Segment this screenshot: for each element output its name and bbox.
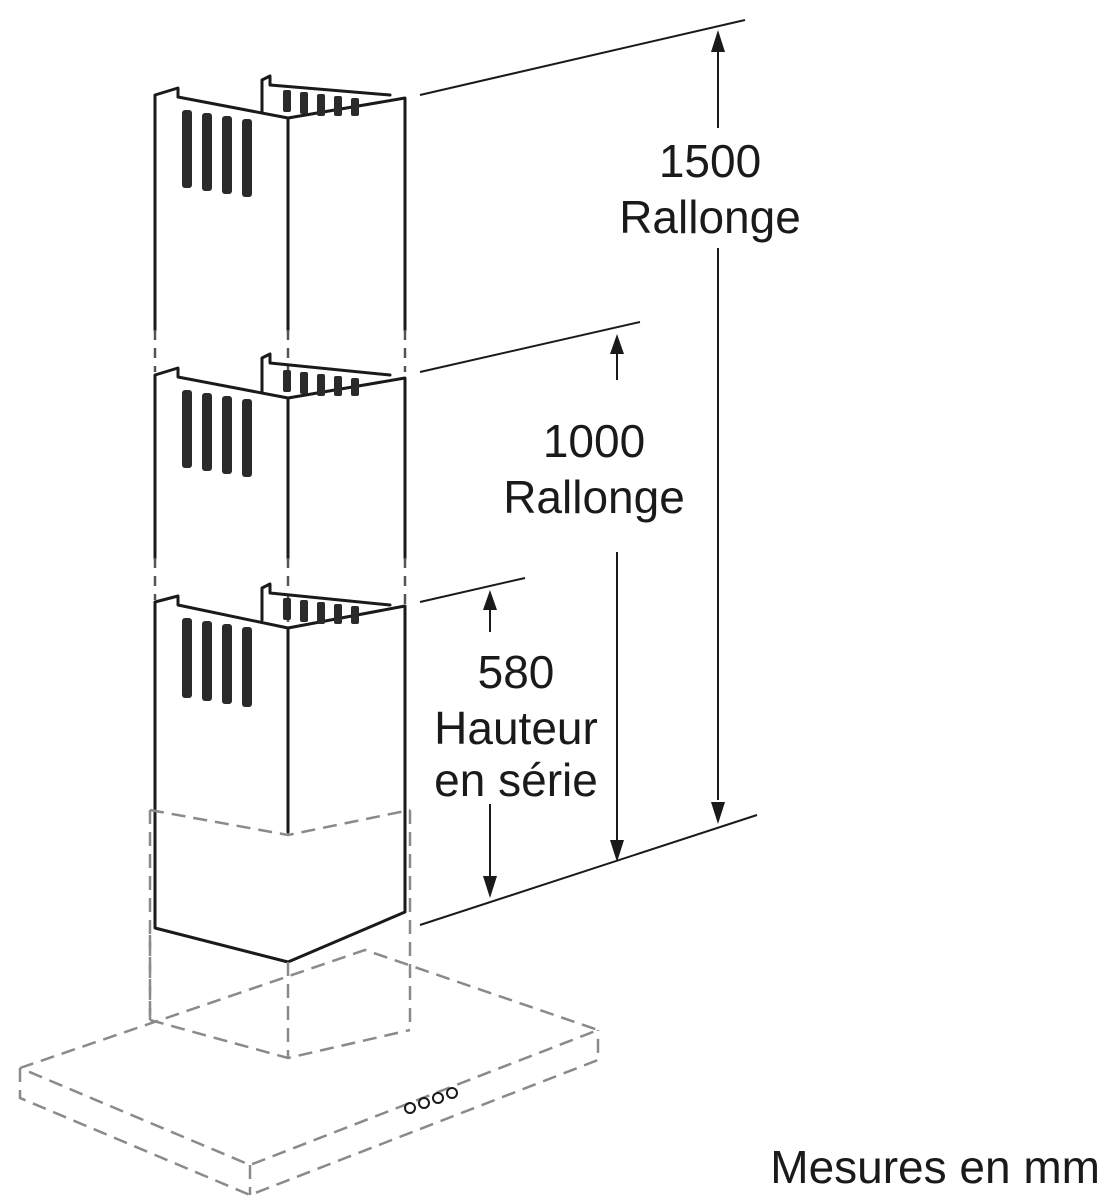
dimension-caption: Rallonge xyxy=(619,191,801,243)
dimension-value: 1500 xyxy=(658,135,762,187)
dimension-caption-line1: Hauteur xyxy=(434,702,598,754)
units-note: Mesures en mm xyxy=(770,1141,1100,1193)
chimney-section-bottom xyxy=(148,582,412,1030)
dimension-label-580: 580 Hauteur en série xyxy=(366,649,666,803)
dimension-value: 1000 xyxy=(542,415,646,467)
vent-slots-middle xyxy=(182,370,359,477)
vent-slots-bottom xyxy=(182,598,359,707)
dimension-caption: Rallonge xyxy=(503,471,685,523)
dimension-label-1500: 1500 Rallonge xyxy=(560,138,860,240)
chimney-section-top xyxy=(153,74,407,392)
vent-slots-top xyxy=(182,90,359,197)
dimension-caption-line2: en série xyxy=(434,754,598,806)
dimension-value: 580 xyxy=(477,646,555,698)
dimension-label-1000: 1000 Rallonge xyxy=(444,418,744,520)
chimney-section-middle xyxy=(153,352,407,622)
dimension-lines xyxy=(419,19,758,926)
range-hood-outline xyxy=(18,935,602,1197)
control-buttons xyxy=(404,1087,458,1114)
